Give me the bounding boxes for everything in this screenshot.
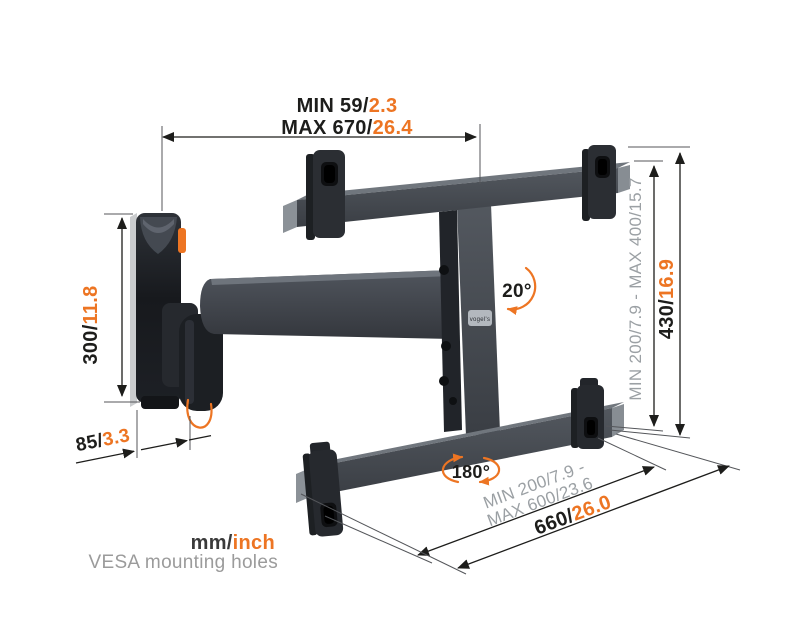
dim-plate-height-label: 300/11.8 bbox=[80, 285, 102, 364]
top-rail-left-cap bbox=[283, 200, 297, 233]
tilt-angle-label: 20° bbox=[502, 281, 532, 302]
column-knob bbox=[439, 376, 449, 386]
units-label: mm/inch bbox=[191, 532, 275, 554]
wall-plate-side bbox=[130, 213, 137, 407]
bottom-bracket-right bbox=[571, 378, 604, 449]
column: vogel's bbox=[439, 204, 500, 436]
dim-vesa-vertical-label: MIN 200/7.9 - MAX 400/15.7 bbox=[626, 177, 645, 400]
arm-beam bbox=[200, 270, 452, 339]
column-knob bbox=[439, 265, 449, 275]
bracket-hole-inner bbox=[587, 420, 595, 435]
top-rail-front-face bbox=[297, 168, 618, 227]
dim-total-height: 430/16.9 bbox=[609, 146, 691, 439]
top-rail bbox=[283, 162, 630, 233]
bracket-hole-inner bbox=[324, 165, 335, 183]
extension-line bbox=[615, 433, 741, 471]
dimension-line bbox=[457, 465, 730, 569]
bottom-bracket-left bbox=[302, 441, 344, 537]
top-bracket-right bbox=[582, 145, 616, 221]
dim-wall-distance-label: 85/3.3 bbox=[74, 425, 132, 456]
dim-wall-distance: 85/3.3 bbox=[74, 410, 212, 464]
tilt-annotation: 20° bbox=[502, 266, 537, 315]
column-knob bbox=[449, 397, 457, 405]
column-knob bbox=[441, 341, 451, 351]
tilt-arrow-icon bbox=[506, 266, 537, 315]
dimension-line bbox=[140, 437, 188, 451]
dim-plate-height: 300/11.8 bbox=[80, 213, 140, 403]
top-rail-top-face bbox=[297, 162, 630, 200]
extension-line bbox=[597, 437, 667, 471]
top-bracket-left bbox=[306, 150, 345, 240]
cable-loop bbox=[186, 398, 213, 429]
bottom-rail-top-face bbox=[310, 402, 624, 468]
dim-extension: MIN 59/2.3 MAX 670/26.4 bbox=[161, 95, 481, 211]
extension-line bbox=[300, 493, 467, 575]
bracket-side bbox=[302, 453, 318, 536]
dim-total-height-label: 430/16.9 bbox=[656, 259, 678, 339]
release-tab bbox=[178, 228, 186, 253]
wall-plate-foot bbox=[141, 396, 179, 409]
swivel-arm bbox=[162, 270, 452, 429]
dim-extension-max-label: MAX 670/26.4 bbox=[281, 117, 413, 139]
brand-logo: vogel's bbox=[470, 317, 491, 323]
extension-line bbox=[609, 429, 691, 439]
swivel-angle-label: 180° bbox=[452, 462, 490, 482]
extension-line bbox=[324, 515, 433, 564]
dimension-line-tail bbox=[188, 434, 212, 441]
dimension-line bbox=[75, 448, 135, 464]
brand-badge bbox=[468, 310, 492, 326]
vesa-note: VESA mounting holes bbox=[89, 552, 278, 573]
dim-extension-min-label: MIN 59/2.3 bbox=[297, 95, 398, 117]
top-rail-right-cap bbox=[618, 165, 630, 193]
bottom-rail-front-face bbox=[310, 408, 612, 497]
arm-beam-top-edge bbox=[211, 270, 452, 285]
dim-vesa-vertical: MIN 200/7.9 - MAX 400/15.7 bbox=[605, 160, 664, 432]
bottom-rail-right-cap bbox=[612, 404, 624, 437]
bracket-hole-inner bbox=[598, 159, 607, 175]
bracket-side bbox=[306, 154, 315, 240]
units-legend: mm/inch VESA mounting holes bbox=[89, 532, 278, 573]
arm-elbow-highlight bbox=[185, 320, 194, 404]
bracket-hole-inner bbox=[323, 505, 335, 524]
extension-line bbox=[605, 425, 664, 432]
wall-plate-gloss-streak bbox=[143, 219, 174, 233]
